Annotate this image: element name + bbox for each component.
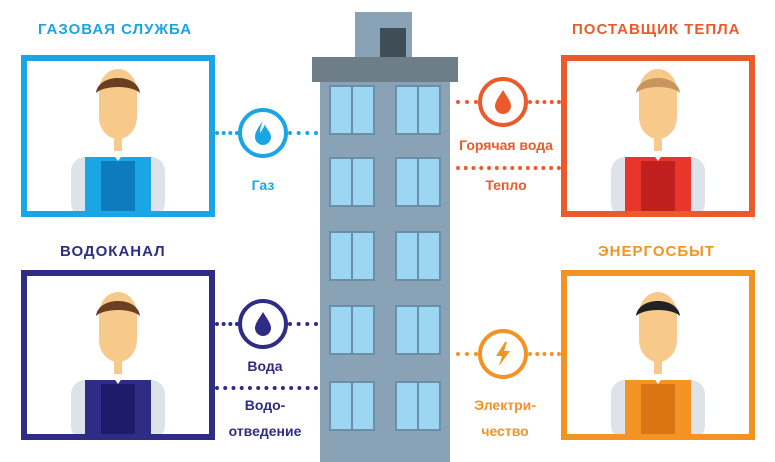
power-connector-right <box>528 352 561 356</box>
worker-avatar <box>71 292 165 434</box>
hot-water-drop-icon <box>495 90 511 114</box>
water-label: Вода <box>247 358 283 374</box>
lightning-icon <box>496 342 510 366</box>
sewage-label-line2: отведение <box>228 423 302 439</box>
hot-water-label: Горячая вода <box>459 137 553 153</box>
water-drop-icon <box>255 312 271 336</box>
gas-flame-icon <box>255 121 271 145</box>
heat-icon-circle <box>478 77 528 127</box>
worker-avatar <box>611 69 705 211</box>
electricity-label-line2: чество <box>481 423 529 439</box>
heat-provider-title: ПОСТАВЩИК ТЕПЛА <box>572 21 741 38</box>
gas-worker-box <box>21 55 215 217</box>
heat-worker-box <box>561 55 755 217</box>
power-connector-left <box>456 352 478 356</box>
gas-icon-circle <box>238 108 288 158</box>
water-icon-circle <box>238 299 288 349</box>
power-worker-box <box>561 270 755 440</box>
worker-avatar <box>71 69 165 211</box>
gas-label: Газ <box>251 177 275 193</box>
water-provider-title: ВОДОКАНАЛ <box>60 243 166 260</box>
heat-connector-bottom <box>456 166 561 170</box>
worker-avatar <box>611 292 705 434</box>
water-connector-right <box>288 322 318 326</box>
power-icon-circle <box>478 329 528 379</box>
chimney-door <box>380 28 406 57</box>
sewage-connector <box>215 386 318 390</box>
power-provider-title: ЭНЕРГОСБЫТ <box>598 243 715 260</box>
heat-label: Тепло <box>485 177 527 193</box>
heat-connector-left <box>456 100 478 104</box>
roof <box>312 57 458 82</box>
gas-connector-left <box>215 131 239 135</box>
apartment-building <box>312 12 458 462</box>
gas-connector-right <box>288 131 318 135</box>
electricity-label-line1: Электри- <box>474 397 536 413</box>
water-worker-box <box>21 270 215 440</box>
water-connector-left <box>215 322 239 326</box>
sewage-label-line1: Водо- <box>244 397 286 413</box>
heat-connector-right <box>528 100 561 104</box>
gas-provider-title: ГАЗОВАЯ СЛУЖБА <box>38 21 193 38</box>
